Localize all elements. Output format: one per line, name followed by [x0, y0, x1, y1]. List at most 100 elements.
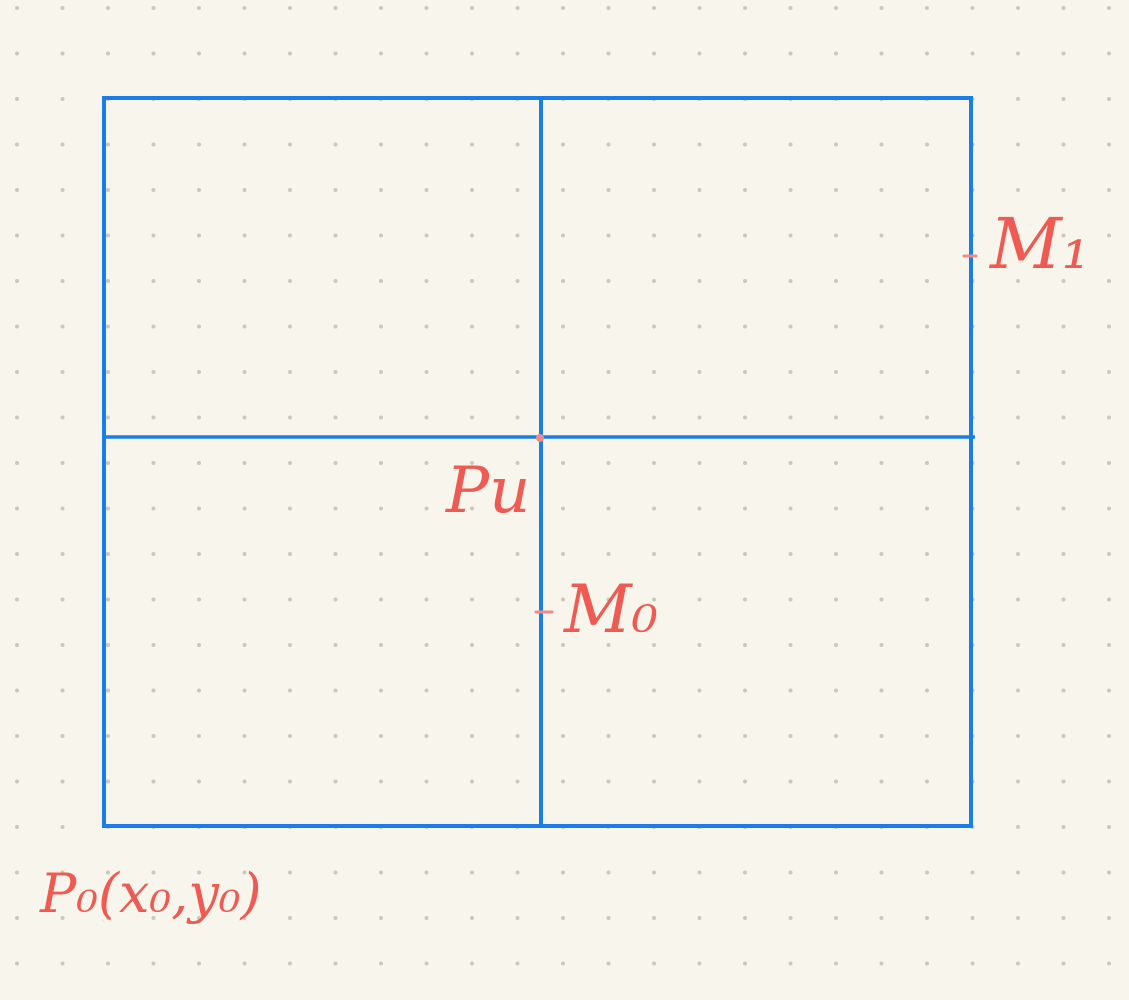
background-dot [333, 688, 338, 693]
background-dot [1107, 51, 1111, 56]
background-dot [106, 688, 110, 693]
background-dot [60, 734, 65, 738]
background-dot [379, 370, 383, 374]
background-dot [333, 961, 338, 966]
background-dot [879, 279, 884, 283]
background-dot [788, 688, 793, 693]
background-dot [970, 870, 975, 875]
background-dot [242, 552, 247, 556]
background-dot [1061, 370, 1066, 374]
background-dot [424, 961, 429, 966]
background-dot [879, 233, 884, 238]
background-dot [925, 597, 929, 602]
background-dot [288, 233, 292, 238]
background-dot [197, 51, 201, 56]
background-dot [515, 506, 520, 511]
background-dot [697, 734, 702, 738]
label-marker-upper: M₁ [988, 203, 1090, 285]
background-dot [333, 415, 338, 420]
background-dot [60, 461, 65, 465]
background-dot [60, 51, 65, 56]
background-dot [197, 415, 201, 420]
background-dot [925, 142, 929, 147]
background-dot [743, 188, 747, 192]
background-dot [60, 142, 65, 147]
background-dot [15, 370, 19, 374]
background-dot [151, 961, 156, 966]
background-dot [15, 51, 19, 56]
background-dot [788, 552, 793, 556]
background-dot [333, 370, 338, 374]
background-dot [743, 324, 747, 329]
background-dot [379, 597, 383, 602]
background-dot [470, 506, 474, 511]
background-dot [106, 961, 110, 966]
background-dot [15, 279, 19, 283]
background-dot [1107, 643, 1111, 647]
background-dot [106, 324, 110, 329]
background-dot [561, 597, 565, 602]
background-dot [606, 461, 611, 465]
background-dot [106, 461, 110, 465]
background-dot [470, 51, 474, 56]
background-dot [424, 415, 429, 420]
background-dot [743, 415, 747, 420]
background-dot [697, 688, 702, 693]
background-dot [151, 916, 156, 920]
background-dot [1016, 870, 1020, 875]
background-dot [788, 961, 793, 966]
background-dot [1016, 779, 1020, 784]
background-dot [834, 870, 838, 875]
background-dot [925, 688, 929, 693]
background-dot [606, 779, 611, 784]
background-dot [743, 461, 747, 465]
background-dot [1061, 643, 1066, 647]
background-dot [197, 779, 201, 784]
background-dot [151, 324, 156, 329]
background-dot [151, 51, 156, 56]
background-dot [834, 597, 838, 602]
background-dot [652, 506, 656, 511]
background-dot [1016, 825, 1020, 829]
background-dot [606, 142, 611, 147]
background-dot [1107, 506, 1111, 511]
background-dot [197, 552, 201, 556]
background-dot [1061, 870, 1066, 875]
background-dot [697, 142, 702, 147]
background-dot [561, 779, 565, 784]
background-dot [424, 324, 429, 329]
background-dot [1061, 188, 1066, 192]
background-dot [515, 415, 520, 420]
background-dot [561, 734, 565, 738]
background-dot [1016, 688, 1020, 693]
background-dot [151, 552, 156, 556]
background-dot [606, 552, 611, 556]
background-dot [197, 324, 201, 329]
background-dot [197, 233, 201, 238]
background-dot [379, 279, 383, 283]
background-dot [697, 916, 702, 920]
background-dot [1107, 233, 1111, 238]
background-dot [288, 6, 292, 10]
background-dot [834, 188, 838, 192]
background-dot [515, 779, 520, 784]
background-dot [379, 552, 383, 556]
background-dot [606, 6, 611, 10]
background-dot [15, 870, 19, 875]
background-dot [834, 643, 838, 647]
background-dot [970, 51, 975, 56]
background-dot [515, 370, 520, 374]
background-dot [561, 233, 565, 238]
background-dot [288, 779, 292, 784]
background-dot [15, 142, 19, 147]
background-dot [1016, 415, 1020, 420]
background-dot [879, 779, 884, 784]
background-dot [1061, 779, 1066, 784]
background-dot [834, 916, 838, 920]
background-dot [333, 51, 338, 56]
background-dot [743, 643, 747, 647]
background-dot [788, 779, 793, 784]
background-dot [925, 461, 929, 465]
background-dot [106, 779, 110, 784]
background-dot [879, 643, 884, 647]
